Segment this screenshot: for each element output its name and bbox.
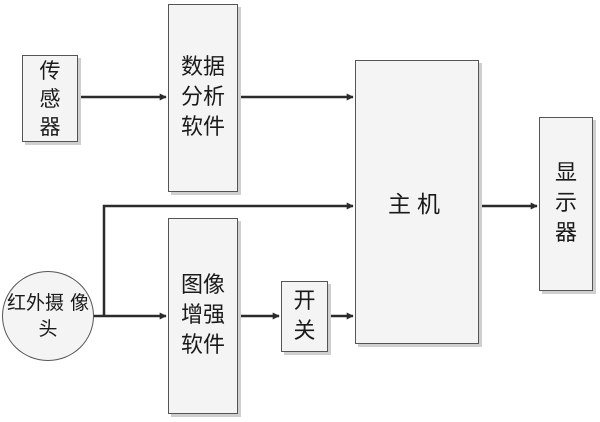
node-data-analysis-software: 数据 分析 软件 — [168, 4, 238, 192]
node-image-enhance-label-line: 软件 — [180, 333, 225, 358]
node-data-analysis-label-line: 软件 — [180, 115, 225, 140]
node-ir-camera-label-line: 红外摄 — [6, 292, 64, 314]
node-switch-label-line: 开 — [293, 288, 316, 314]
node-switch: 开 关 — [281, 281, 328, 352]
node-data-analysis-label-line: 分析 — [180, 85, 225, 110]
node-image-enhance-label: 图像 增强 软件 — [181, 271, 225, 361]
node-sensor-label-line: 传 — [39, 58, 61, 83]
node-display-label: 显 示 器 — [555, 159, 577, 249]
node-ir-camera-label: 红外摄 像头 — [3, 290, 93, 342]
node-sensor-label-line: 器 — [39, 114, 61, 139]
node-data-analysis-label-line: 数据 — [180, 55, 225, 80]
node-data-analysis-label: 数据 分析 软件 — [181, 53, 225, 143]
node-sensor-label: 传 感 器 — [40, 57, 61, 141]
node-display-label-line: 示 — [554, 191, 577, 216]
node-image-enhance-label-line: 增强 — [180, 303, 225, 328]
node-switch-label-line: 关 — [293, 318, 316, 344]
node-switch-label: 开 关 — [293, 287, 315, 347]
node-image-enhance-software: 图像 增强 软件 — [168, 218, 238, 414]
node-host-label: 主机 — [388, 192, 446, 218]
node-sensor: 传 感 器 — [22, 55, 78, 142]
node-display-label-line: 器 — [554, 221, 577, 246]
edge-ir-camera-to-host — [102, 202, 354, 316]
node-image-enhance-label-line: 图像 — [180, 273, 225, 298]
node-host: 主机 — [355, 60, 479, 344]
node-ir-camera: 红外摄 像头 — [2, 271, 94, 361]
node-ir-camera-label-line: 像头 — [38, 292, 90, 340]
node-display-label-line: 显 — [554, 161, 577, 186]
node-sensor-label-line: 感 — [39, 86, 61, 111]
node-display: 显 示 器 — [539, 117, 593, 291]
